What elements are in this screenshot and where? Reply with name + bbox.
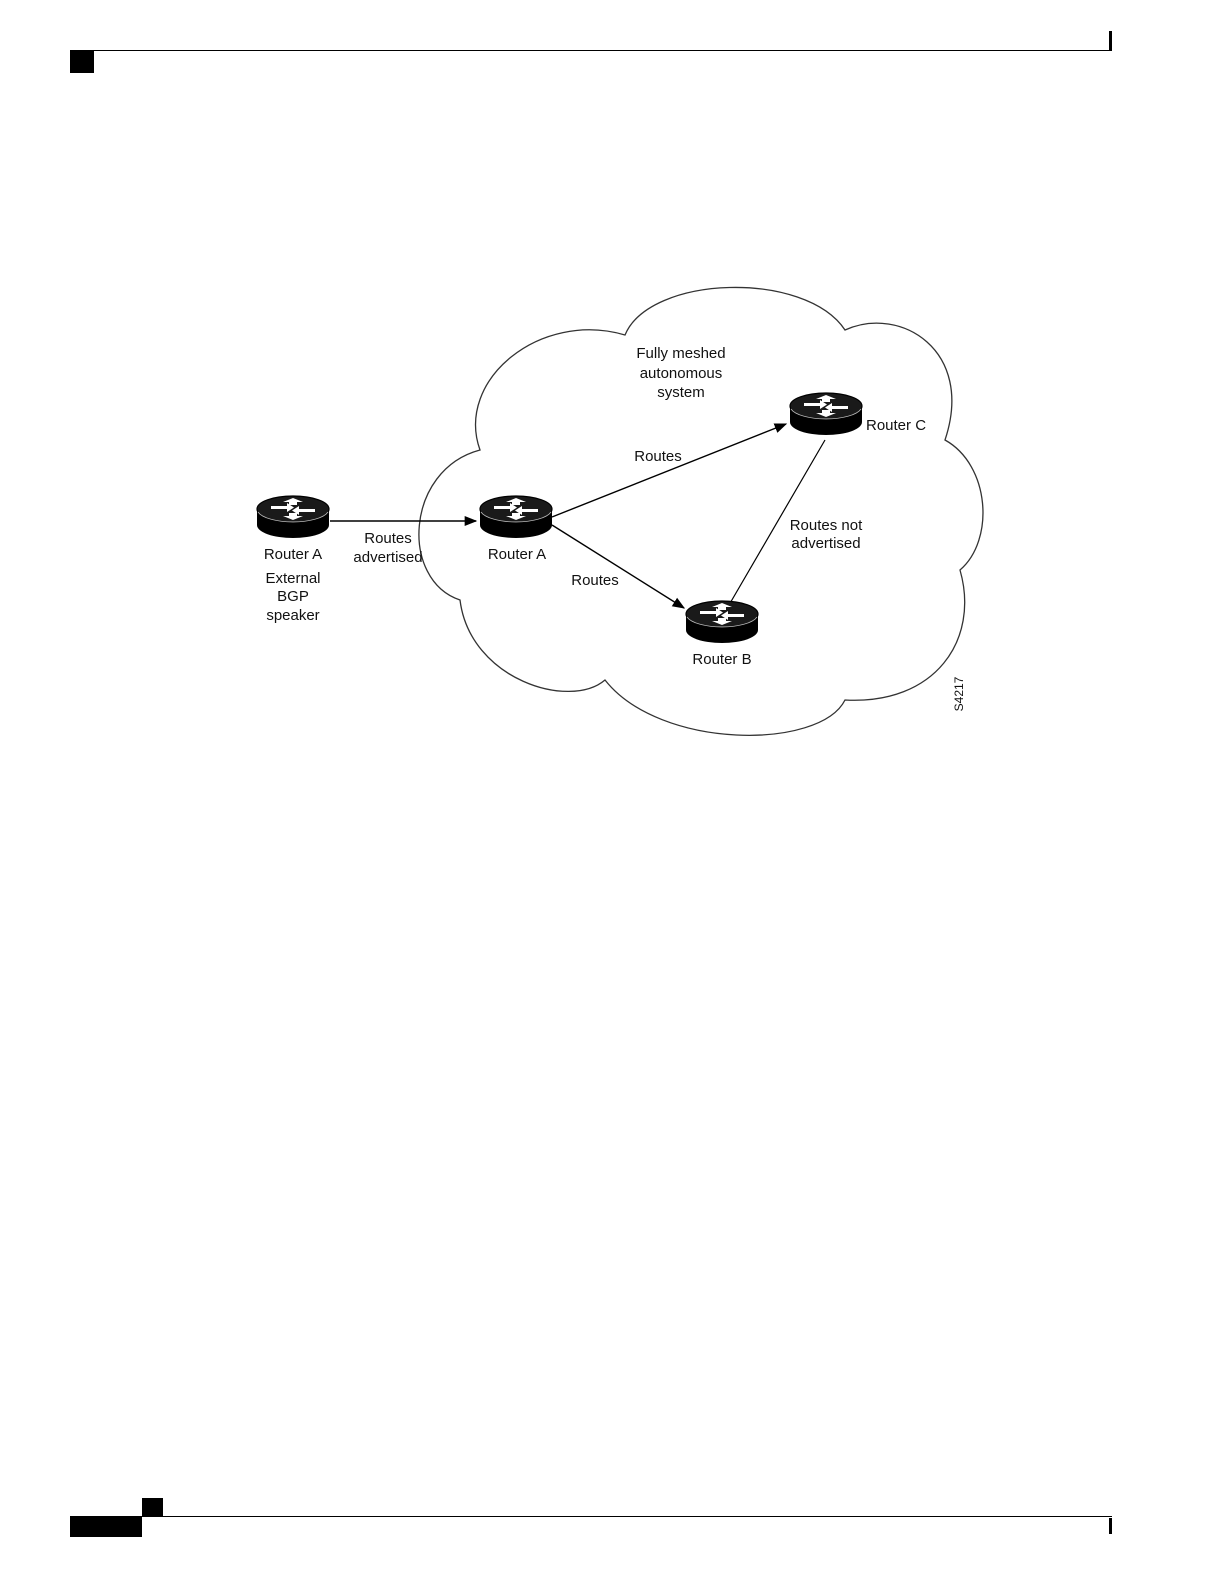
edge-label-routes-to-c: Routes: [634, 448, 682, 465]
external-router-label: Router A: [264, 546, 322, 563]
cloud-label-line-2: autonomous: [640, 365, 723, 382]
edge-label-routes-to-b: Routes: [571, 572, 619, 589]
cloud-label-line-3: system: [657, 384, 705, 401]
router-b-label: Router B: [692, 651, 751, 668]
edge-label-routes-advertised-2: advertised: [353, 549, 422, 566]
internal-router-a-icon: [480, 496, 552, 538]
external-router-caption-2: BGP: [277, 588, 309, 605]
external-router-a-icon: [257, 496, 329, 538]
edge-router-a-to-router-b: [552, 525, 684, 608]
figure-id: S4217: [952, 676, 966, 711]
external-router-caption-1: External: [265, 570, 320, 587]
internal-router-a-label: Router A: [488, 546, 546, 563]
cloud-label-line-1: Fully meshed: [636, 345, 725, 362]
router-b-icon: [686, 601, 758, 643]
edge-label-routes-not-advertised-1: Routes not: [790, 517, 863, 534]
edge-label-routes-not-advertised-2: advertised: [791, 535, 860, 552]
edge-label-routes-advertised-1: Routes: [364, 530, 412, 547]
router-c-icon: [790, 393, 862, 435]
external-router-caption-3: speaker: [266, 607, 319, 624]
router-c-label: Router C: [866, 417, 926, 434]
edge-router-a-to-router-c: [552, 424, 786, 517]
